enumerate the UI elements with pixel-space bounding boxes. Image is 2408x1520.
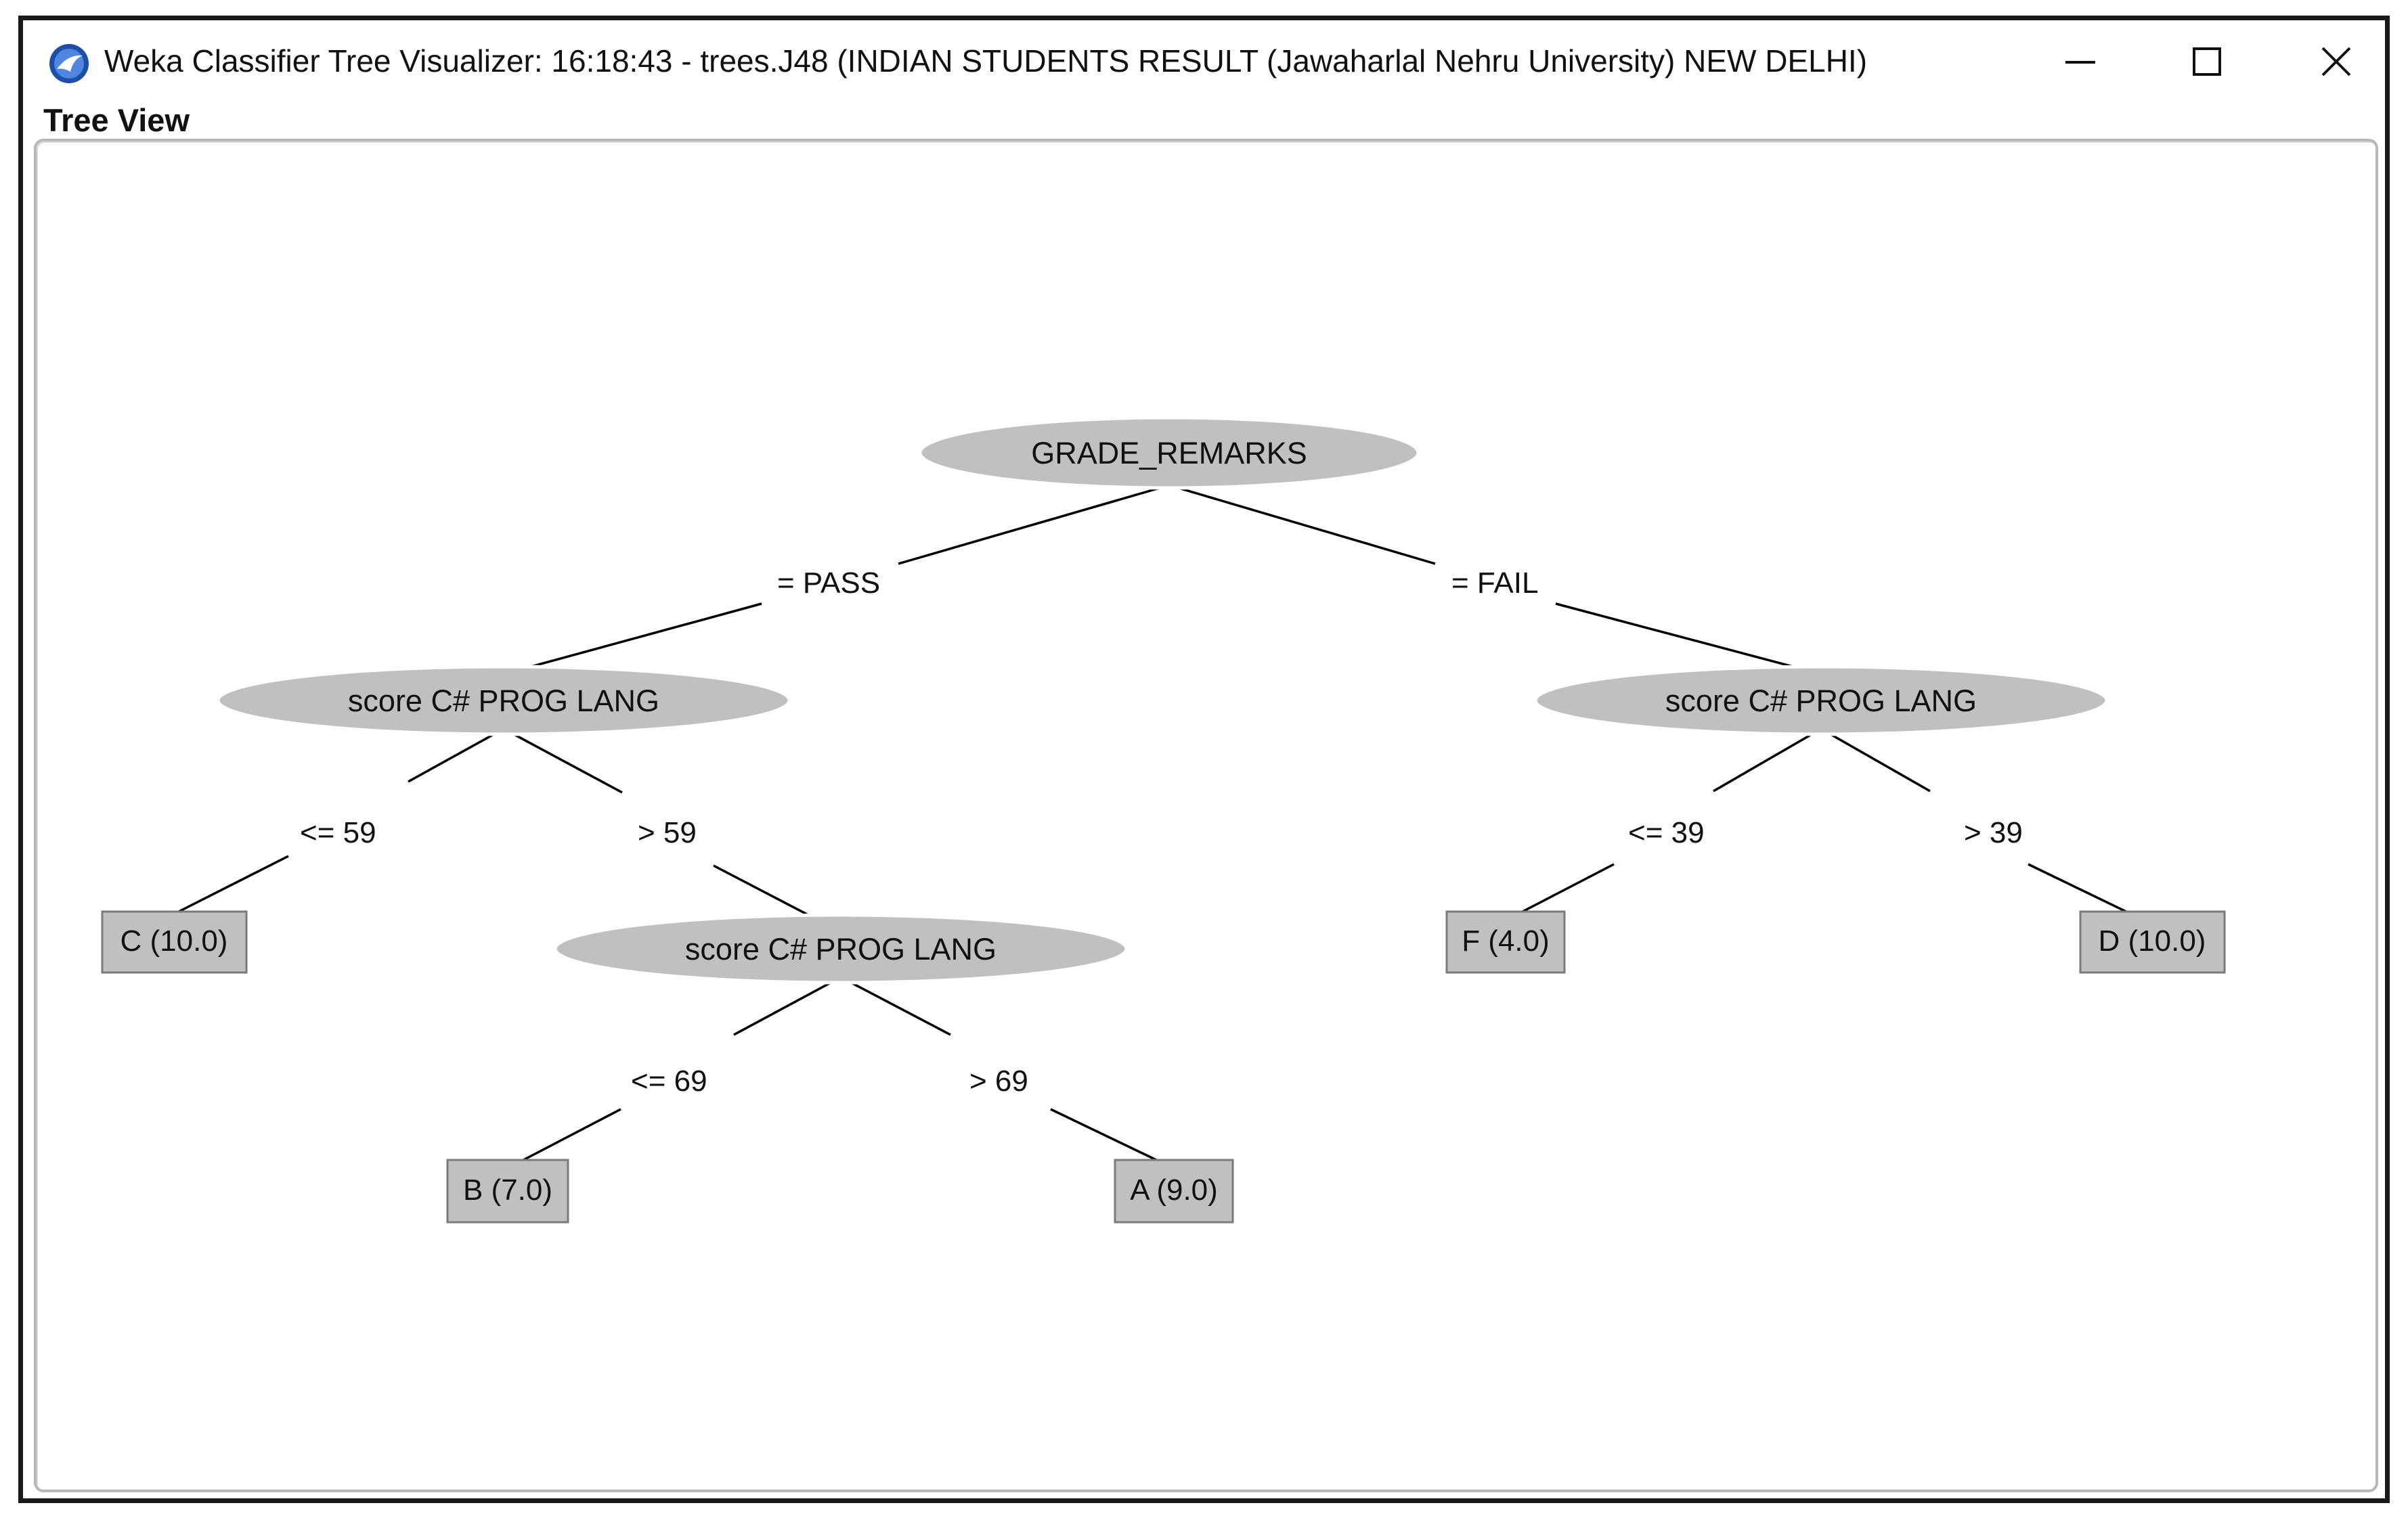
edge-le69-upper: [733, 976, 841, 1036]
edge-label-fail: = FAIL: [1451, 566, 1538, 600]
tree-node-pass-split[interactable]: score C# PROG LANG: [216, 665, 791, 736]
leaf-label-f: F (4.0): [1462, 924, 1550, 958]
title-bar[interactable]: Weka Classifier Tree Visualizer: 16:18:4…: [23, 20, 2385, 110]
tree-leaf-d[interactable]: D (10.0): [2079, 910, 2226, 974]
edge-le59-lower: [178, 855, 289, 913]
tree-visualizer-window: Weka Classifier Tree Visualizer: 16:18:4…: [18, 16, 2390, 1503]
leaf-label-c: C (10.0): [121, 924, 228, 958]
decision-tree: = PASS = FAIL <= 59 > 59 <= 69 > 69 <= 3…: [101, 416, 2226, 1224]
tree-view-panel[interactable]: = PASS = FAIL <= 59 > 59 <= 69 > 69 <= 3…: [34, 139, 2378, 1492]
node-label-fail-split: score C# PROG LANG: [1665, 684, 1977, 718]
edge-label-le59: <= 59: [300, 816, 376, 849]
leaf-label-d: D (10.0): [2099, 924, 2206, 958]
tree-leaf-f[interactable]: F (4.0): [1445, 910, 1566, 974]
edge-le69-lower: [510, 1108, 621, 1168]
window-title: Weka Classifier Tree Visualizer: 16:18:4…: [104, 43, 1868, 79]
weka-bird-icon: [49, 44, 89, 83]
node-label-root: GRADE_REMARKS: [1031, 436, 1307, 470]
edge-gt59-upper: [503, 728, 623, 794]
tree-edges: [178, 484, 2155, 1168]
edge-le59-upper: [408, 728, 504, 783]
edge-label-gt39: > 39: [1964, 816, 2023, 849]
edge-pass-upper: [898, 484, 1170, 565]
leaf-label-a: A (9.0): [1130, 1173, 1218, 1207]
edge-gt69-lower: [1050, 1108, 1171, 1168]
tree-leaf-c[interactable]: C (10.0): [101, 910, 248, 974]
edge-fail-lower: [1555, 602, 1822, 675]
tree-node-fail-split[interactable]: score C# PROG LANG: [1533, 665, 2109, 736]
edge-fail-upper: [1168, 484, 1436, 565]
leaf-label-b: B (7.0): [463, 1173, 552, 1207]
minimize-icon[interactable]: [2042, 35, 2117, 89]
edge-label-gt69: > 69: [969, 1065, 1028, 1098]
tree-node-gt59-split[interactable]: score C# PROG LANG: [553, 913, 1129, 985]
close-icon[interactable]: [2299, 35, 2373, 89]
edge-pass-lower: [503, 602, 762, 675]
tree-view-label: Tree View: [43, 102, 190, 138]
edge-le39-upper: [1713, 728, 1822, 792]
edge-label-pass: = PASS: [777, 566, 880, 600]
edge-label-le39: <= 39: [1628, 816, 1705, 849]
tree-leaf-a[interactable]: A (9.0): [1114, 1159, 1234, 1224]
edge-gt39-upper: [1820, 728, 1931, 792]
edge-gt69-upper: [840, 976, 951, 1036]
node-label-gt59-split: score C# PROG LANG: [685, 932, 997, 966]
edge-label-gt59: > 59: [638, 816, 697, 849]
tree-node-root[interactable]: GRADE_REMARKS: [918, 416, 1420, 490]
node-label-pass-split: score C# PROG LANG: [348, 684, 659, 718]
edge-label-le69: <= 69: [631, 1065, 707, 1098]
tree-leaf-b[interactable]: B (7.0): [446, 1159, 569, 1224]
maximize-icon[interactable]: [2170, 35, 2244, 89]
